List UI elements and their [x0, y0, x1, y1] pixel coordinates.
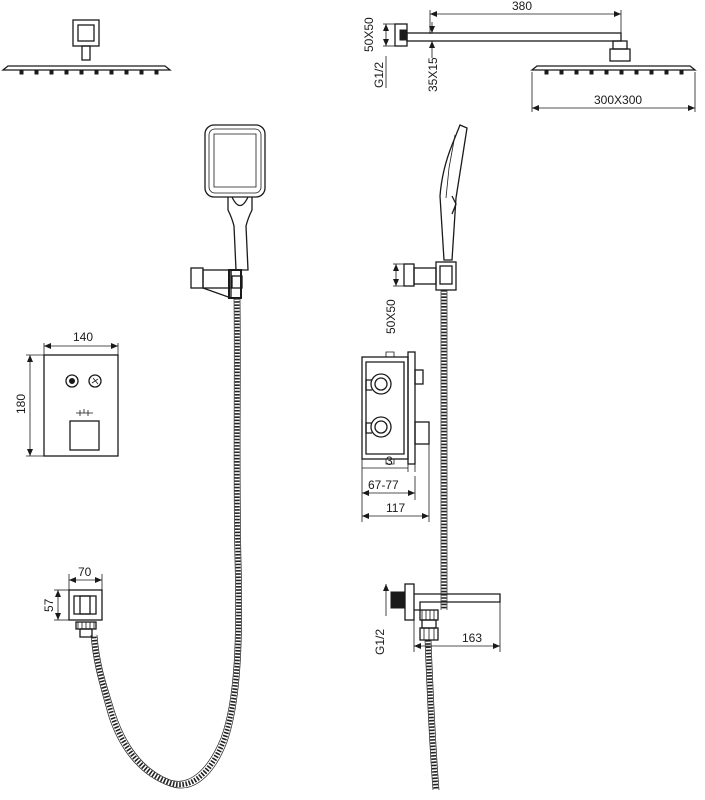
- hand-shower-side-view: [403, 124, 468, 291]
- hand-shower-hose-side: [424, 290, 448, 791]
- spout-side-view: [390, 583, 501, 641]
- label-wall-flange-top: 50X50: [362, 17, 376, 52]
- dim-head-size: 300X300: [531, 72, 696, 112]
- dim-valve-offset: 3: [362, 454, 416, 472]
- dim-holder-flange: 50X50: [384, 263, 404, 334]
- dim-outlet-width: 70: [68, 565, 103, 590]
- label-top-inlet-thread: G1/2: [372, 62, 386, 88]
- side-nozzle-row: [544, 70, 684, 75]
- label-arm-length: 380: [512, 0, 532, 13]
- dim-arm-length: 380: [429, 0, 622, 34]
- concealed-valve-body: [361, 351, 430, 465]
- dim-wall-flange-top: 50X50: [362, 17, 395, 52]
- nozzle-row: [19, 70, 159, 75]
- dim-panel-height: 180: [14, 354, 44, 457]
- shower-arm-side-view: [394, 23, 697, 75]
- label-arm-section: 35X15: [426, 57, 440, 92]
- wall-outlet-front: [68, 589, 103, 638]
- dim-panel-width: 140: [43, 330, 119, 355]
- dim-spout-thread: G1/2: [373, 584, 389, 655]
- label-outlet-height: 57: [42, 598, 56, 612]
- hand-shower-front-view: [190, 124, 266, 299]
- label-spout-thread: G1/2: [373, 629, 387, 655]
- label-valve-depth-range: 67-77: [368, 478, 399, 492]
- label-holder-flange: 50X50: [384, 299, 398, 334]
- label-head-size: 300X300: [594, 93, 642, 107]
- label-valve-depth-total: 117: [386, 501, 405, 515]
- shower-head-front-view: [1, 19, 172, 75]
- label-outlet-width: 70: [78, 565, 92, 579]
- dim-valve-depth-total: 117: [361, 444, 430, 522]
- dim-spout-length: 163: [413, 602, 501, 652]
- mixer-panel-front: [43, 354, 119, 457]
- dim-arm-section: 35X15: [426, 22, 440, 92]
- label-panel-height: 180: [14, 394, 28, 414]
- hand-shower-hose-front: [90, 297, 243, 789]
- dim-valve-depth-range: 67-77: [361, 459, 416, 500]
- label-valve-offset: 3: [386, 454, 393, 468]
- dim-top-inlet-thread: G1/2: [372, 56, 387, 88]
- label-panel-width: 140: [73, 330, 93, 344]
- dim-outlet-height: 57: [42, 589, 69, 621]
- label-spout-length: 163: [462, 631, 482, 645]
